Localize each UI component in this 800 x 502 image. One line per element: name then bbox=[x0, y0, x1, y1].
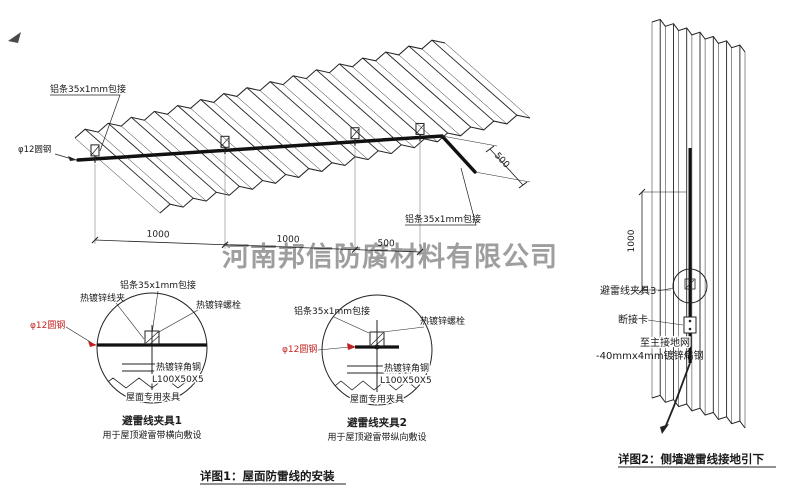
detail-2-internals bbox=[329, 320, 419, 392]
label-to-main-ground: 至主接地网 bbox=[640, 336, 690, 349]
disconnect-bolt-2 bbox=[688, 327, 692, 331]
c1-subtitle: 用于屋顶避雷带横向敷设 bbox=[102, 429, 201, 441]
caption-detail-1: 详图1：屋面防雷线的安装 bbox=[200, 469, 335, 483]
caption-detail-2: 详图2：侧墙避雷线接地引下 bbox=[618, 452, 765, 466]
leader-c1-round-steel bbox=[65, 326, 93, 344]
c2-label-roof-clamp: 屋面专用夹具 bbox=[350, 393, 404, 405]
c1-title: 避雷线夹具1 bbox=[121, 414, 182, 427]
dim-500-bottom: 500 bbox=[377, 239, 395, 250]
detail-circle-1 bbox=[96, 292, 208, 404]
label-aluminum-strip-right: 铝条35x1mm包接 bbox=[405, 213, 481, 225]
dim-tick-top bbox=[638, 188, 646, 196]
leader-c2-bolt bbox=[382, 326, 425, 333]
c2-title: 避雷线夹具2 bbox=[346, 416, 407, 429]
c2-label-angle-size: L100X50X5 bbox=[380, 376, 432, 386]
c1-label-bolt: 热镀锌螺栓 bbox=[196, 299, 241, 311]
leader-c2-round-steel bbox=[317, 346, 351, 351]
leader-c1-wire-clamp bbox=[115, 302, 145, 340]
arrow-c1-round-steel bbox=[88, 341, 97, 347]
label-flat-steel: -40mmx4mm镀锌扁钢 bbox=[596, 349, 704, 362]
arrow-c2-round-steel bbox=[347, 343, 356, 350]
wall-clamp-hatch bbox=[685, 279, 695, 289]
dimension-right-500 bbox=[441, 135, 531, 189]
corrugated-wall-sheet bbox=[651, 18, 746, 429]
dimension-line-bottom bbox=[94, 239, 421, 253]
clamp-detail-1: 铝条35x1mm包接 热镀锌线夹 热镀锌螺栓 φ12圆钢 热镀锌角钢 L100X… bbox=[30, 279, 241, 441]
leader-c1-strip bbox=[151, 290, 159, 335]
wall-detail-view: 1000 避雷线夹具3 断接卡 至主接地网 -40mmx4mm镀锌扁钢 详图2：… bbox=[596, 18, 776, 468]
leader-clamp-3 bbox=[657, 287, 674, 292]
company-watermark: 河南邦信防腐材料有限公司 bbox=[222, 242, 558, 273]
wire-clamp-marks bbox=[90, 122, 425, 256]
corrugated-roof-sheet bbox=[74, 39, 531, 214]
c1-label-round-steel: φ12圆钢 bbox=[30, 319, 65, 331]
arrow-to-ground bbox=[660, 424, 669, 434]
dim-1000-wall: 1000 bbox=[627, 229, 637, 252]
grounding-conductor bbox=[664, 362, 691, 429]
leader-disconnect bbox=[647, 319, 684, 326]
corner-mark bbox=[8, 32, 21, 43]
wall-clamp-circle bbox=[672, 268, 708, 304]
c1-label-angle-size: L100X50X5 bbox=[152, 375, 204, 385]
dim-tick-bottom bbox=[638, 286, 646, 294]
dim-1000-a: 1000 bbox=[146, 230, 170, 241]
label-clamp-3: 避雷线夹具3 bbox=[600, 284, 656, 297]
c2-subtitle: 用于屋顶避雷带纵向敷设 bbox=[327, 431, 426, 443]
c2-label-bolt: 热镀锌螺栓 bbox=[420, 315, 465, 327]
disconnect-card bbox=[683, 316, 697, 334]
label-round-steel-roof: φ12圆钢 bbox=[18, 144, 51, 155]
leader-c1-bolt bbox=[156, 309, 199, 334]
dim-1000-b: 1000 bbox=[276, 235, 300, 246]
label-aluminum-strip-top: 铝条35x1mm包接 bbox=[50, 83, 126, 95]
label-disconnect-card: 断接卡 bbox=[618, 313, 648, 326]
disconnect-bolt-1 bbox=[688, 319, 692, 323]
roof-isometric-view: 铝条35x1mm包接 φ12圆钢 铝条35x1mm包接 1000 1000 50… bbox=[18, 39, 531, 256]
c2-label-strip: 铝条35x1mm包接 bbox=[294, 305, 370, 317]
wall-clamp-body bbox=[684, 278, 696, 290]
detail-circle-2 bbox=[321, 294, 433, 406]
c1-label-roof-clamp: 屋面专用夹具 bbox=[126, 391, 180, 403]
c2-label-round-steel: φ12圆钢 bbox=[282, 343, 317, 355]
leader-flat-steel bbox=[683, 348, 691, 356]
c2-label-angle-steel: 热镀锌角钢 bbox=[384, 362, 429, 374]
leader-strip-top bbox=[50, 94, 121, 152]
c1-label-wire-clamp: 热镀锌线夹 bbox=[80, 292, 125, 304]
c1-label-angle-steel: 热镀锌角钢 bbox=[156, 361, 201, 373]
dim-500-right: 500 bbox=[492, 151, 511, 171]
detail-1-internals bbox=[97, 325, 207, 390]
arrow-round-steel bbox=[68, 156, 77, 161]
leader-c2-strip bbox=[333, 316, 370, 334]
clamp-detail-2: 铝条35x1mm包接 热镀锌螺栓 φ12圆钢 热镀锌角钢 L100X50X5 屋… bbox=[282, 294, 465, 443]
leader-strip-right bbox=[405, 167, 477, 226]
c1-label-strip: 铝条35x1mm包接 bbox=[120, 279, 196, 291]
